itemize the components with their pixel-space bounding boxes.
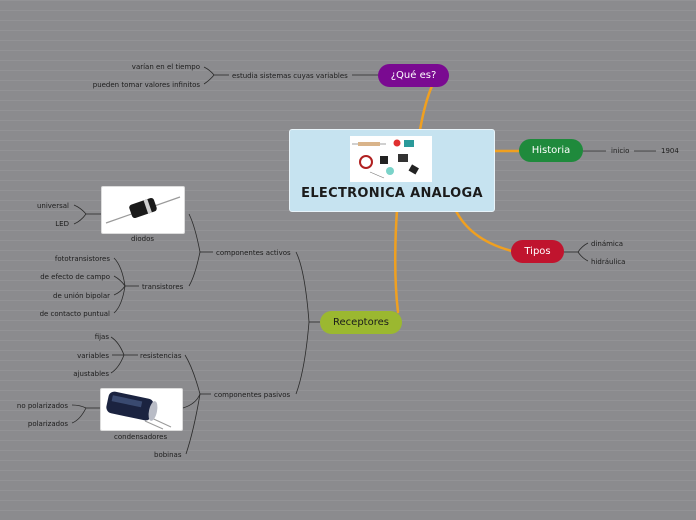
leaf-contacto-puntual[interactable]: de contacto puntual (39, 310, 110, 318)
leaf-no-polarizados[interactable]: no polarizados (16, 402, 68, 410)
leaf-variables[interactable]: variables (77, 352, 109, 360)
subtopic-inicio[interactable]: inicio (611, 147, 630, 155)
subtopic-componentes-pasivos[interactable]: componentes pasivos (214, 391, 291, 399)
leaf-ajustables[interactable]: ajustables (73, 370, 109, 378)
central-topic-title: ELECTRONICA ANALOGA (301, 186, 483, 201)
subtopic-dinamica[interactable]: dinámica (591, 240, 624, 248)
leaf-universal[interactable]: universal (36, 202, 69, 210)
leaf-1904[interactable]: 1904 (661, 147, 679, 155)
subtopic-componentes-activos[interactable]: componentes activos (216, 249, 291, 257)
topic-historia[interactable]: Historia (519, 139, 583, 162)
topic-receptores[interactable]: Receptores (320, 311, 402, 334)
leaf-valores-infinitos[interactable]: pueden tomar valores infinitos (92, 81, 200, 89)
electronic-components-image (350, 136, 432, 182)
leaf-efecto-de-campo[interactable]: de efecto de campo (40, 273, 110, 281)
subtopic-resistencias[interactable]: resistencias (140, 352, 182, 360)
central-topic-node[interactable]: ELECTRONICA ANALOGA (289, 129, 495, 212)
leaf-fototransistores[interactable]: fototransistores (54, 255, 110, 263)
connector-tipos (453, 207, 514, 253)
leaf-varian[interactable]: varían en el tiempo (131, 63, 200, 71)
subtopic-transistores[interactable]: transistores (142, 283, 184, 291)
leaf-polarizados[interactable]: polarizados (27, 420, 68, 428)
capacitor-image (100, 388, 183, 431)
subtopic-condensadores[interactable]: condensadores (114, 433, 168, 441)
topic-que-es[interactable]: ¿Qué es? (378, 64, 449, 87)
leaf-fijas[interactable]: fijas (94, 333, 109, 341)
subtopic-bobinas[interactable]: bobinas (154, 451, 182, 459)
subtopic-diodos[interactable]: diodos (131, 235, 155, 243)
leaf-led[interactable]: LED (55, 220, 69, 228)
diode-image (101, 186, 185, 234)
subtopic-hidraulica[interactable]: hidráulica (591, 258, 626, 266)
connector-receptores (393, 208, 400, 314)
subtopic-estudia[interactable]: estudia sistemas cuyas variables (232, 72, 348, 80)
connector-que-es (418, 84, 434, 132)
leaf-union-bipolar[interactable]: de unión bipolar (53, 292, 110, 300)
topic-tipos[interactable]: Tipos (511, 240, 564, 263)
